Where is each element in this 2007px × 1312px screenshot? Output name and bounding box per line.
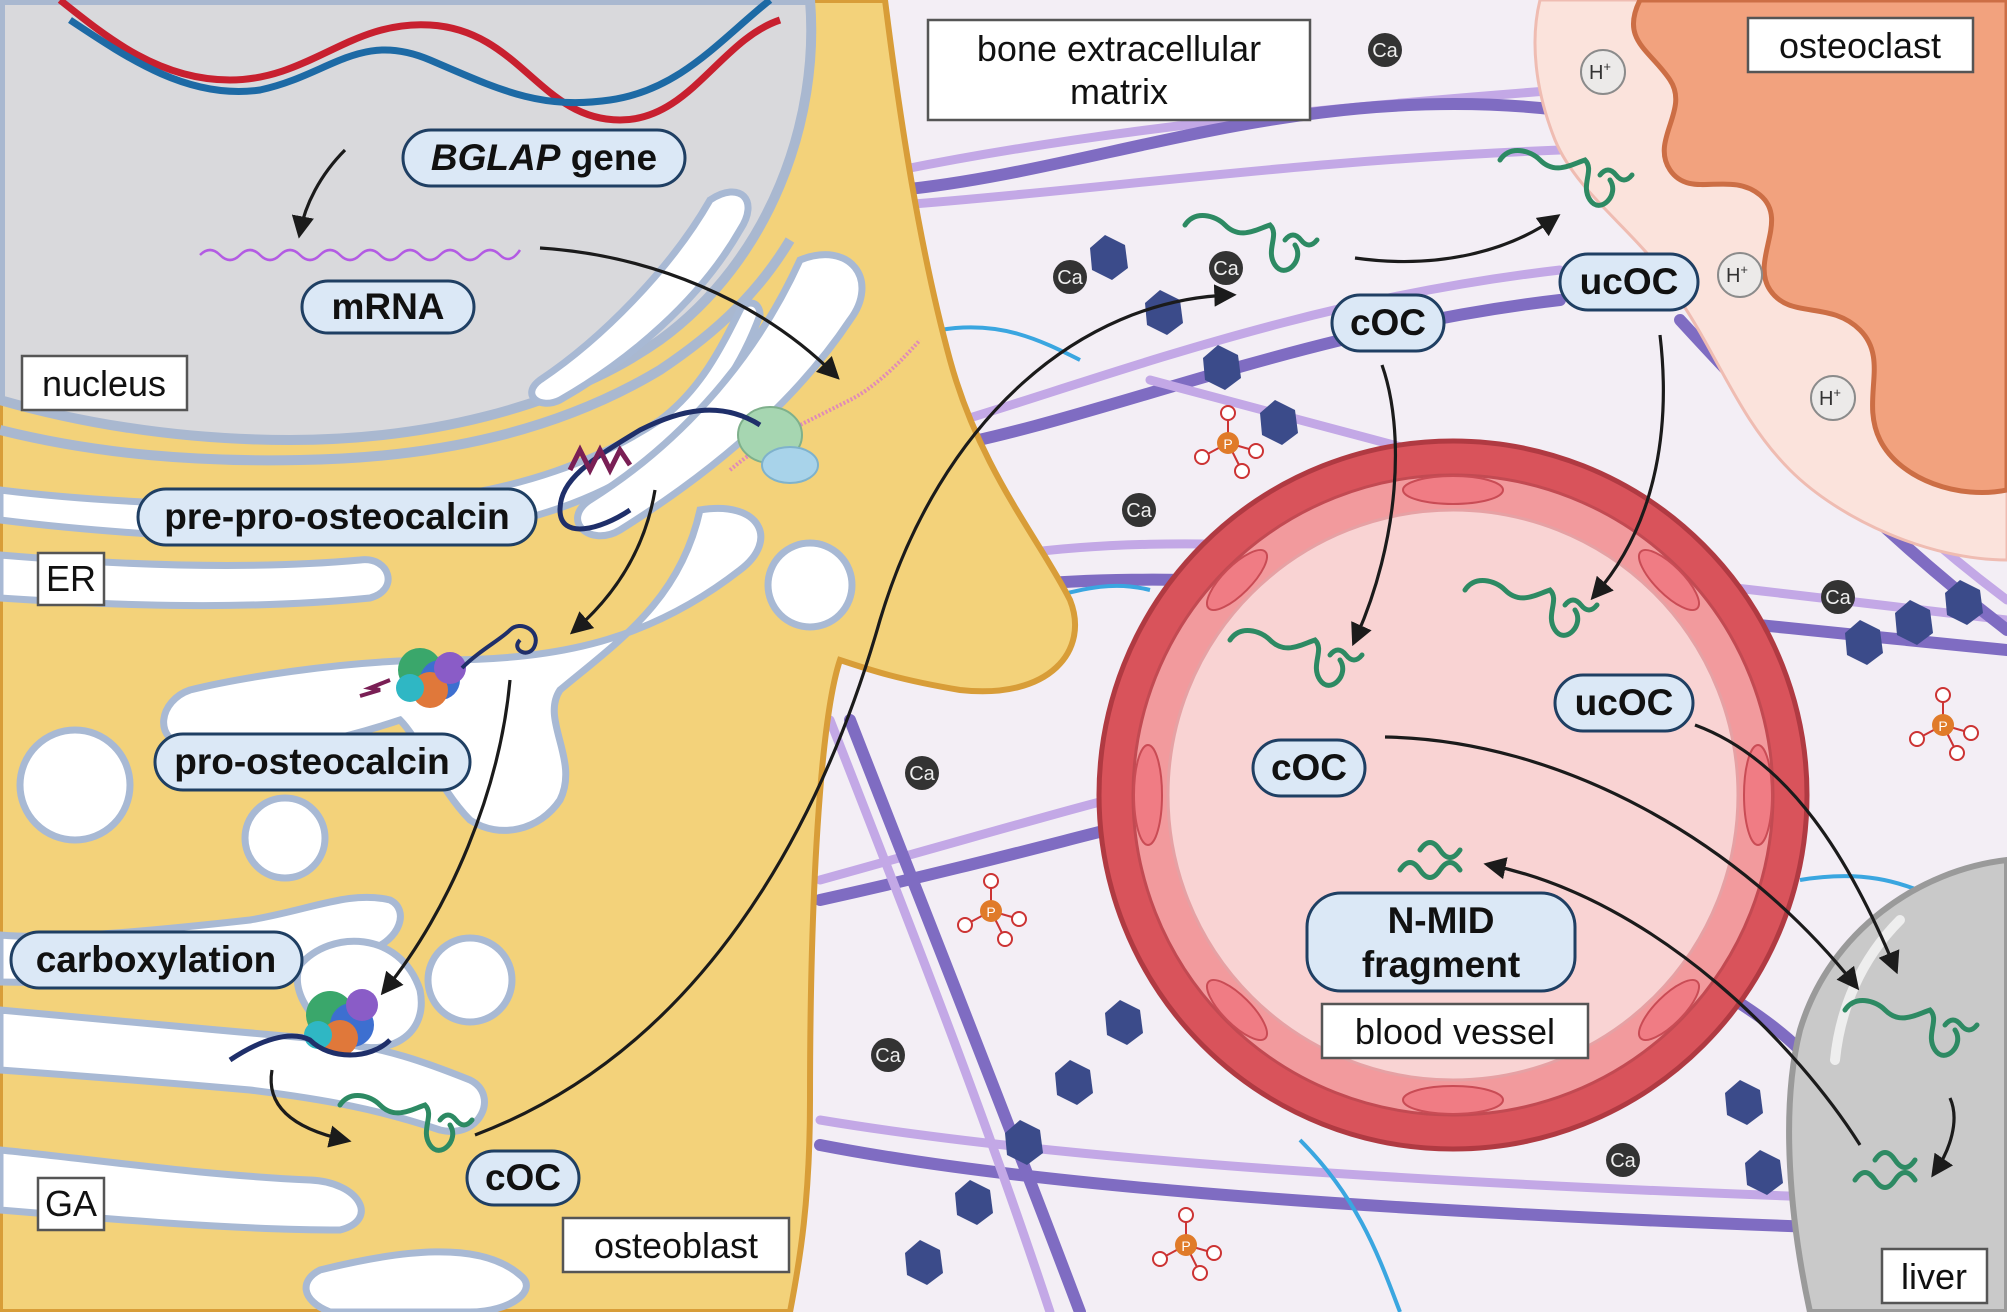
svg-text:osteoblast: osteoblast (594, 1225, 758, 1266)
svg-text:cOC: cOC (1350, 302, 1426, 343)
liver-label: liver (1880, 1247, 1989, 1305)
ga-label: GA (36, 1176, 106, 1232)
dna-helix-icon (57, 0, 782, 124)
svg-text:carboxylation: carboxylation (36, 939, 277, 980)
svg-text:N-MID: N-MID (1388, 900, 1495, 941)
hydrogen-ion-icon: H+ H+ H+ (1580, 49, 1856, 421)
calcium-ion-icon: Ca Ca Ca Ca Ca Ca Ca Ca (871, 33, 1855, 1177)
coc-vessel-label: cOC (1251, 738, 1367, 798)
svg-text:Ca: Ca (1372, 40, 1398, 62)
svg-text:BGLAP gene: BGLAP gene (431, 137, 657, 178)
peptide-chain (557, 407, 762, 532)
proteoglycan-chain-group (905, 235, 1983, 1285)
er-label: ER (36, 551, 106, 607)
n-mid-fragment-label: N-MID fragment (1305, 891, 1577, 993)
blood-vessel-label: blood vessel (1320, 1002, 1590, 1060)
ucoc-vessel-label: ucOC (1553, 673, 1695, 733)
coc-matrix-label: cOC (1330, 293, 1446, 353)
svg-text:Ca: Ca (1213, 258, 1239, 280)
carboxylation-complex-icon (228, 989, 392, 1063)
svg-text:cOC: cOC (1271, 747, 1347, 788)
svg-text:nucleus: nucleus (42, 363, 166, 404)
svg-text:mRNA: mRNA (331, 286, 444, 327)
nuclear-envelope-outer (0, 237, 795, 466)
bglap-gene-label: BGLAP gene (401, 128, 687, 188)
svg-text:fragment: fragment (1362, 944, 1520, 985)
osteoclast-label: osteoclast (1746, 16, 1975, 74)
svg-text:P: P (1223, 436, 1232, 452)
svg-text:liver: liver (1901, 1256, 1967, 1297)
svg-text:pro-osteocalcin: pro-osteocalcin (174, 741, 450, 782)
pre-pro-osteocalcin-label: pre-pro-osteocalcin (136, 487, 538, 547)
osteocalcin-protein-icon (337, 148, 1980, 1190)
svg-text:ucOC: ucOC (1580, 261, 1679, 302)
svg-text:Ca: Ca (909, 763, 935, 785)
osteoblast-label: osteoblast (561, 1216, 791, 1274)
svg-text:P: P (1181, 1238, 1190, 1254)
svg-text:Ca: Ca (875, 1045, 901, 1067)
nucleus-label: nucleus (20, 354, 189, 412)
svg-text:Ca: Ca (1610, 1150, 1636, 1172)
svg-text:H+: H+ (1819, 385, 1841, 410)
svg-text:bone extracellular: bone extracellular (977, 28, 1261, 69)
arrow-group (269, 148, 1956, 1178)
svg-text:GA: GA (45, 1183, 97, 1224)
mrna-strand-icon (199, 248, 522, 262)
svg-text:ucOC: ucOC (1575, 682, 1674, 723)
svg-text:blood vessel: blood vessel (1355, 1011, 1555, 1052)
svg-text:ER: ER (46, 558, 96, 599)
pro-osteocalcin-label: pro-osteocalcin (153, 732, 472, 792)
svg-text:H+: H+ (1589, 59, 1611, 84)
ucoc-matrix-label: ucOC (1558, 252, 1700, 312)
svg-text:P: P (1938, 718, 1947, 734)
svg-text:Ca: Ca (1126, 500, 1152, 522)
svg-text:matrix: matrix (1070, 71, 1168, 112)
svg-text:osteoclast: osteoclast (1779, 25, 1941, 66)
svg-text:cOC: cOC (485, 1157, 561, 1198)
coc-cell-label: cOC (465, 1149, 581, 1207)
svg-text:pre-pro-osteocalcin: pre-pro-osteocalcin (164, 496, 509, 537)
osteoclast-cell (1631, 0, 2007, 496)
carboxylation-label: carboxylation (9, 930, 304, 990)
svg-text:H+: H+ (1726, 262, 1748, 287)
svg-text:Ca: Ca (1057, 267, 1083, 289)
svg-text:P: P (986, 904, 995, 920)
vesicle-group (16, 539, 856, 1026)
svg-text:Ca: Ca (1825, 587, 1851, 609)
protein-complex-icon (359, 624, 538, 708)
mrna-label: mRNA (300, 279, 476, 335)
bone-extracellular-matrix-label: bone extracellular matrix (926, 18, 1312, 122)
phosphate-icon: P P P P (957, 405, 1979, 1281)
